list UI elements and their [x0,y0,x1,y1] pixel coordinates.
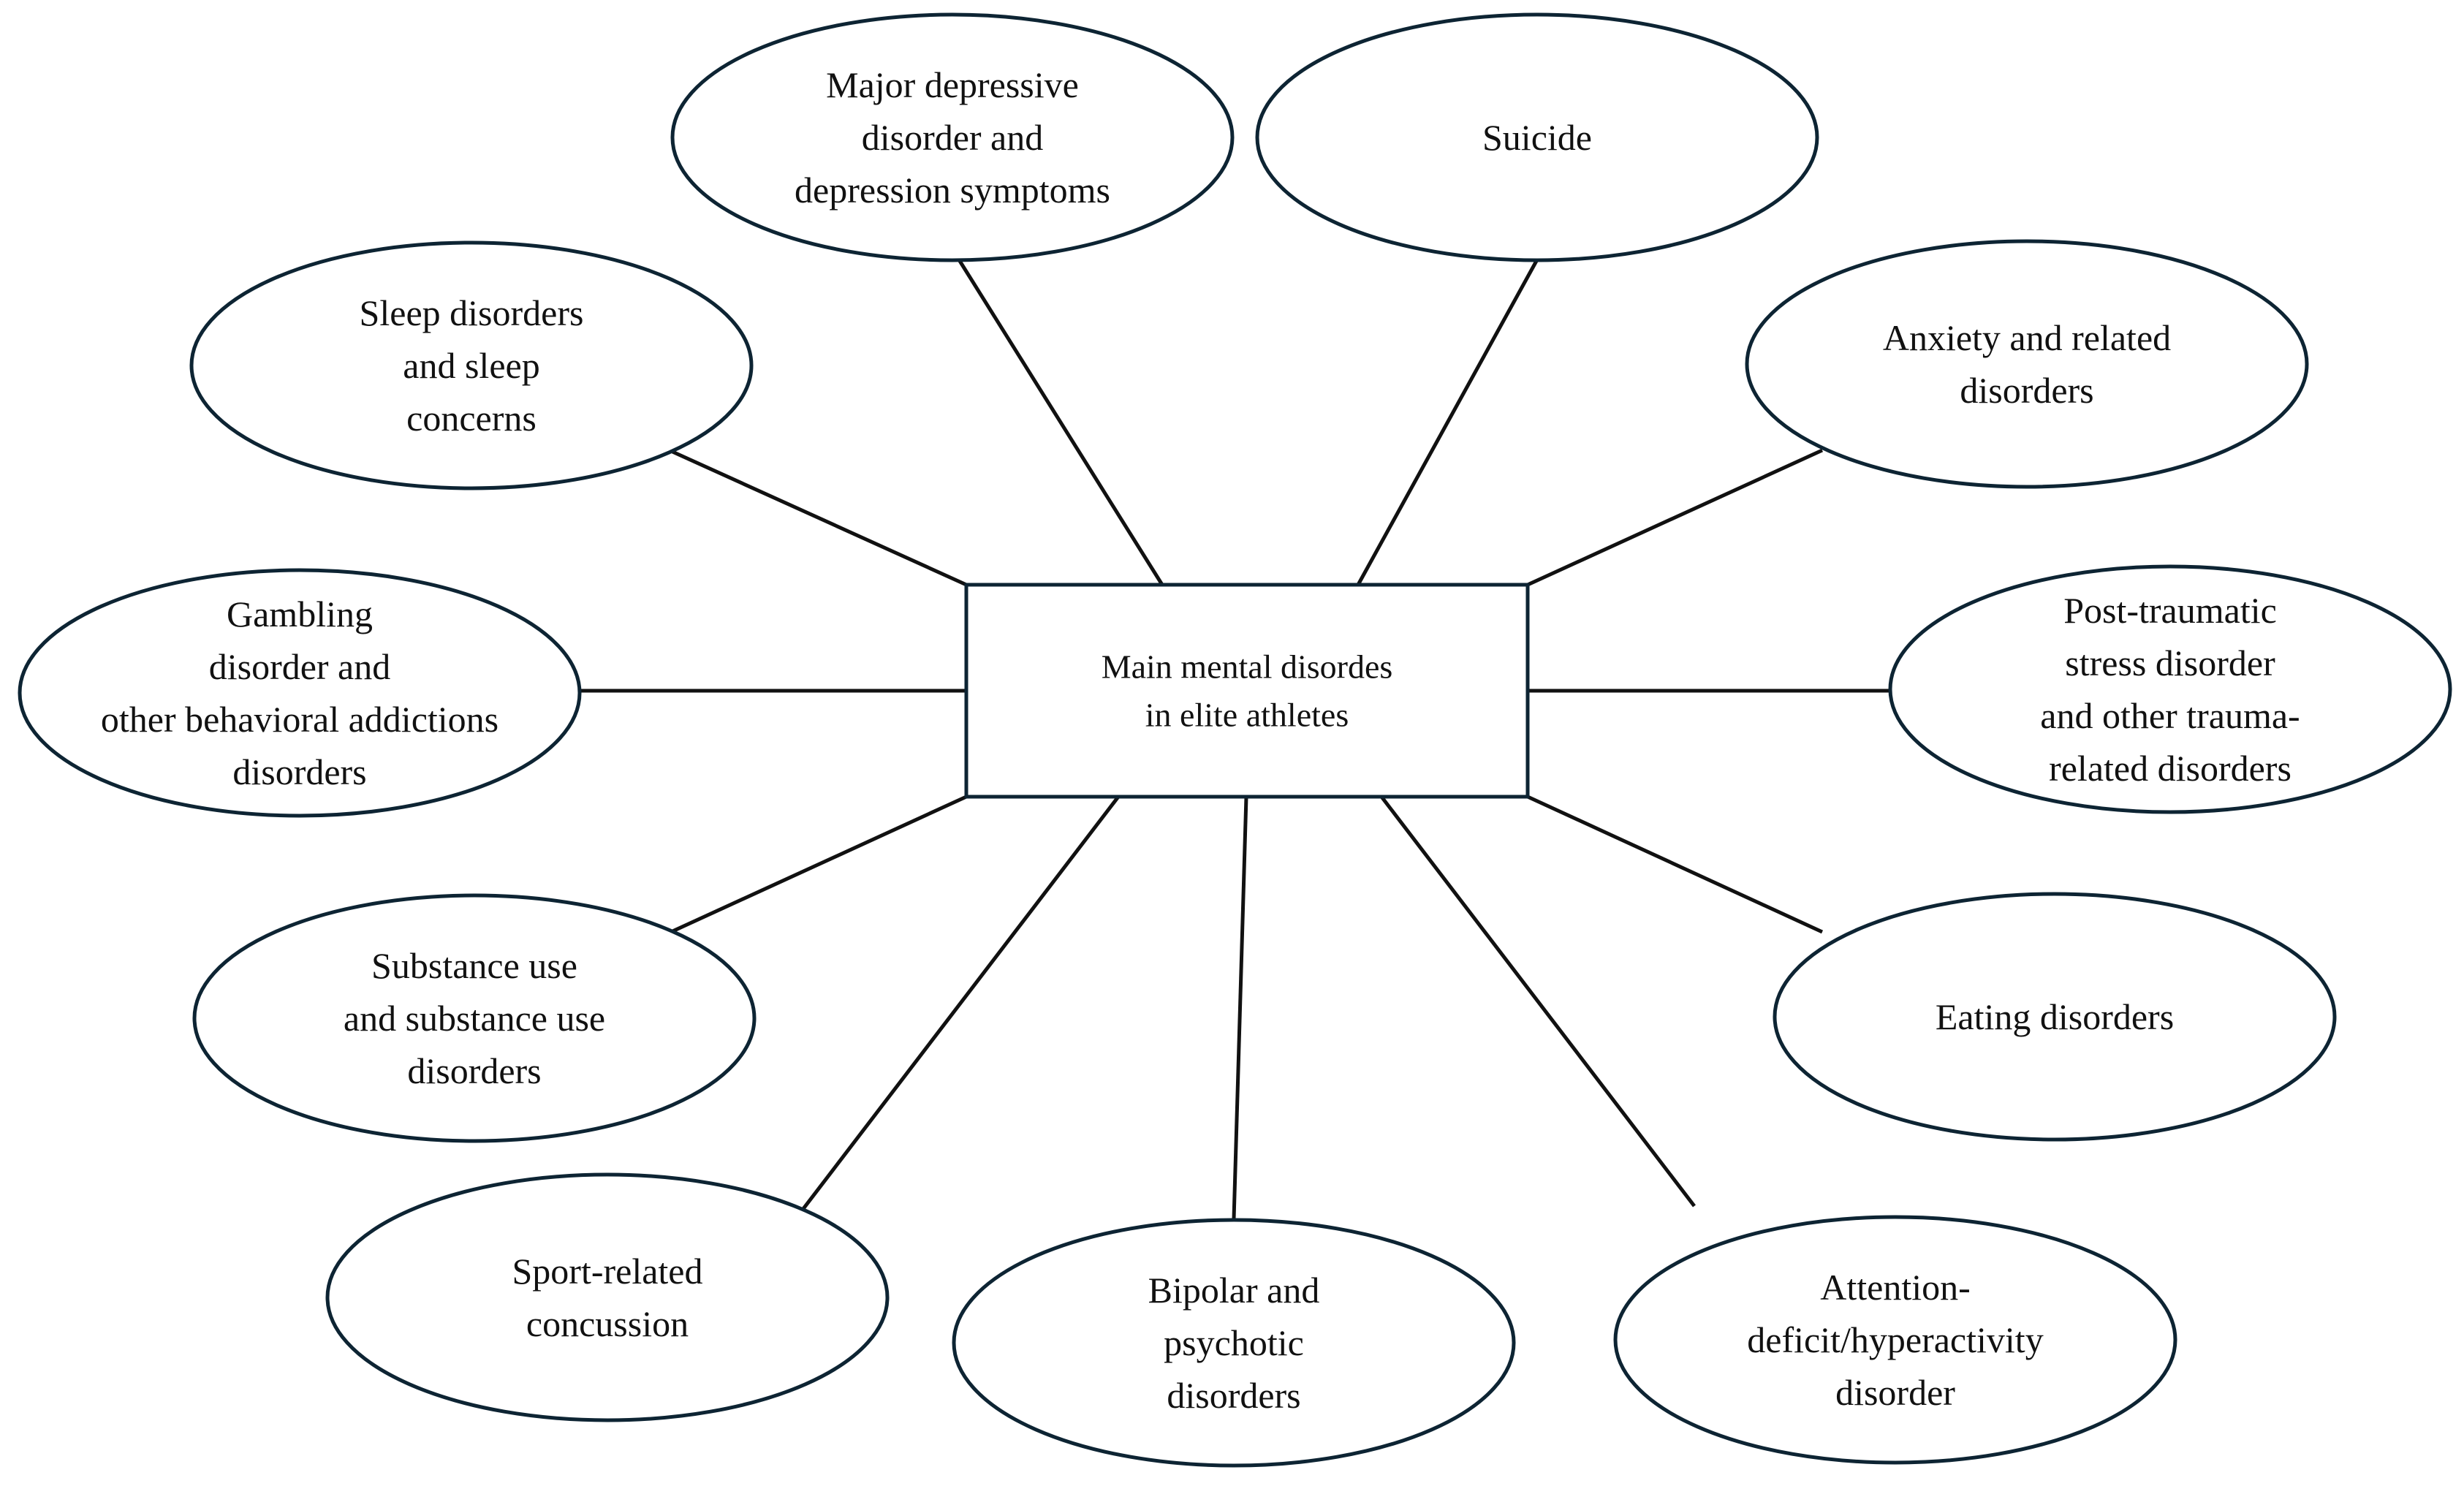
center-hub: Main mental disordes in elite athletes [964,583,1530,799]
connector-depression [958,259,1164,586]
node-label-ptsd: and other trauma- [2040,695,2300,736]
connector-eating [1526,795,1824,934]
node-suicide: Suicide [1255,12,1819,262]
node-label-suicide: Suicide [1482,117,1592,158]
node-concussion: Sport-related concussion [325,1172,890,1422]
node-ellipse-anxiety [1745,239,2309,489]
node-label-gambling: disorder and [209,646,391,687]
node-label-bipolar: disorders [1167,1375,1300,1416]
connector-sleep [671,450,968,587]
connector-substance [670,795,968,934]
connector-adhd [1380,795,1696,1208]
node-label-substance: Substance use [371,945,577,986]
connectors [580,259,1892,1220]
node-label-bipolar: Bipolar and [1148,1270,1320,1311]
node-label-sleep: concerns [406,398,537,439]
node-label-ptsd: Post-traumatic [2063,590,2277,631]
node-ellipse-concussion [325,1172,890,1422]
node-label-ptsd: stress disorder [2065,642,2275,683]
node-label-anxiety: Anxiety and related [1883,317,2171,358]
node-label-substance: and substance use [344,998,605,1039]
connector-bipolar [1232,796,1248,1220]
node-label-depression: Major depressive [826,64,1079,105]
node-label-eating: Eating disorders [1936,996,2174,1037]
node-sleep: Sleep disorders and sleep concerns [189,240,754,490]
node-ellipse-substance [192,893,757,1143]
node-label-bipolar: psychotic [1164,1322,1304,1363]
node-label-sleep: Sleep disorders [360,292,584,333]
node-label-substance: disorders [407,1050,541,1091]
node-label-adhd: deficit/hyperactivity [1747,1319,2043,1360]
node-label-gambling: disorders [232,751,366,792]
nodes: Major depressive disorder and depression s… [18,12,2452,1468]
node-ptsd: Post-traumatic stress disorder and other t… [1888,564,2452,814]
node-label-depression: depression symptoms [795,170,1110,211]
connector-concussion [801,795,1120,1211]
node-adhd: Attention-deficit/hyperactivity disorder [1613,1215,2177,1465]
node-label-gambling: other behavioral addictions [101,699,499,740]
node-depression: Major depressive disorder and depression s… [670,12,1235,262]
node-anxiety: Anxiety and related disorders [1745,239,2309,489]
node-ellipse-sleep [189,240,754,490]
node-label-adhd: disorder [1835,1372,1955,1413]
connector-anxiety [1526,448,1824,587]
node-ellipse-ptsd [1888,564,2452,814]
connector-suicide [1356,259,1539,586]
node-label-anxiety: disorders [1960,370,2093,411]
node-ellipse-gambling [18,568,582,818]
center-label: in elite athletes [1145,697,1349,734]
node-label-concussion: concussion [526,1303,689,1344]
node-gambling: Gambling disorder and other behavioral add… [18,568,582,818]
node-label-depression: disorder and [862,117,1044,158]
node-label-sleep: and sleep [403,345,539,386]
node-ellipse-suicide [1255,12,1819,262]
node-bipolar: Bipolar and psychotic disorders [952,1218,1516,1468]
node-ellipse-eating [1773,892,2337,1142]
node-label-concussion: Sport-related [512,1251,702,1292]
node-substance: Substance use and substance use disorders [192,893,757,1143]
node-ellipse-depression [670,12,1235,262]
node-label-adhd: Attention- [1820,1267,1971,1308]
node-ellipse-adhd [1613,1215,2177,1465]
center-box [964,583,1530,799]
node-eating: Eating disorders [1773,892,2337,1142]
center-label: Main mental disordes [1102,648,1393,686]
node-ellipse-bipolar [952,1218,1516,1468]
node-label-ptsd: related disorders [2049,748,2291,789]
node-label-gambling: Gambling [227,594,373,634]
